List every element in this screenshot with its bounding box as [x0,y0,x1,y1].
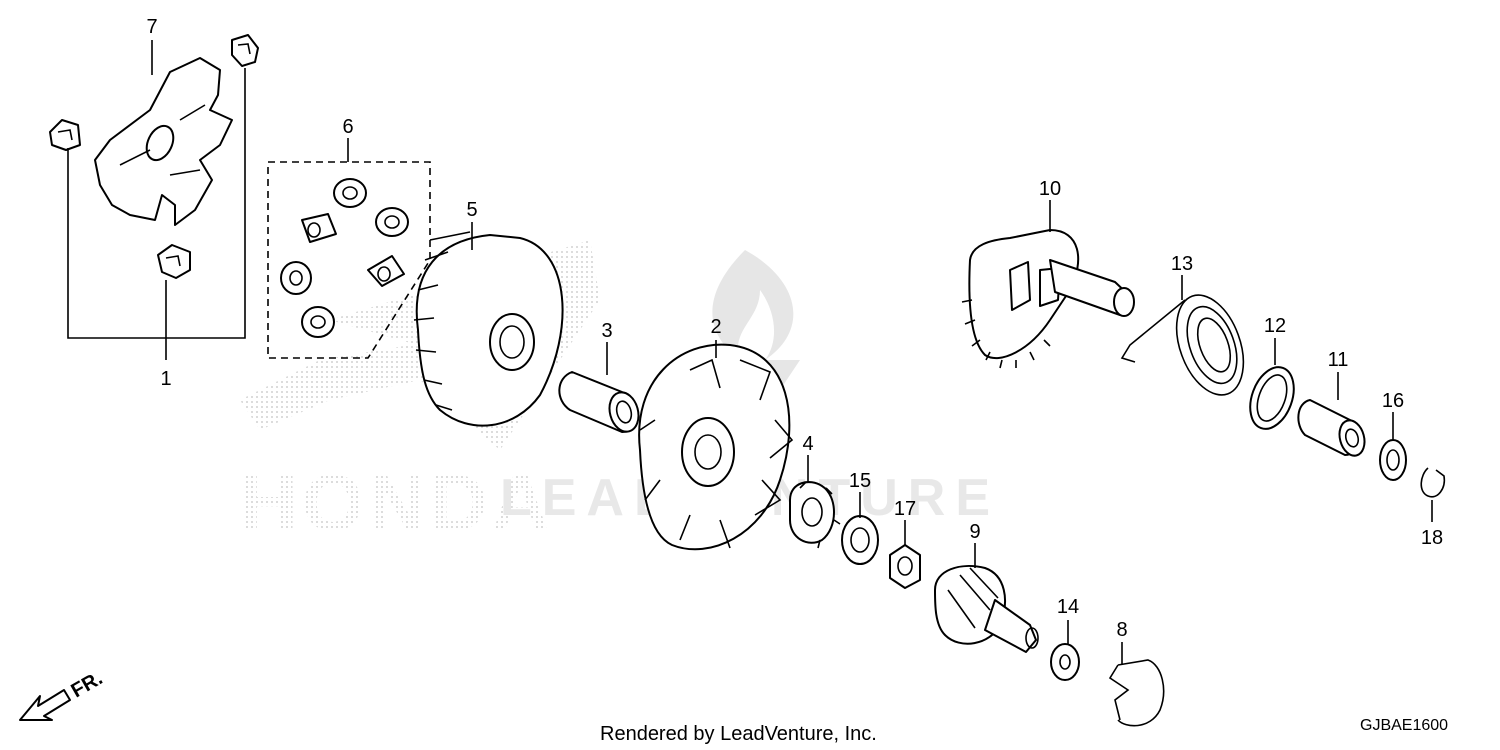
part-1-slider-bottom [157,244,191,279]
part-10-kickstarter-spindle [961,229,1135,369]
part-1-group-bracket [67,68,246,339]
front-direction-arrow: FR. [19,667,107,721]
callout-12: 12 [1264,315,1286,337]
part-15-washer [841,515,879,565]
callout-16: 16 [1382,390,1404,412]
callout-15: 15 [849,470,871,492]
part-13-return-spring [1120,294,1245,396]
callout-8: 8 [1116,619,1127,641]
callout-11: 11 [1328,349,1349,371]
part-11-collar [1297,399,1366,457]
callout-18: 18 [1421,527,1443,549]
diagram-code: GJBAE1600 [1360,717,1448,734]
part-3-collar [558,371,640,433]
part-5-movable-face [413,231,564,427]
callout-1: 1 [160,368,171,390]
part-16-washer [1379,439,1407,481]
part-14-washer [1050,643,1080,681]
callout-5: 5 [466,199,477,221]
callout-9: 9 [969,521,980,543]
callout-14: 14 [1057,596,1079,618]
callout-6: 6 [342,116,353,138]
callout-10: 10 [1039,178,1061,200]
callout-3: 3 [601,320,612,342]
callout-17: 17 [894,498,916,520]
part-9-pinion-gear [934,565,1039,653]
callout-13: 13 [1171,253,1193,275]
part-18-circlip [1420,467,1446,498]
footer-credit: Rendered by LeadVenture, Inc. [600,723,877,745]
part-12-ring [1249,366,1295,430]
part-2-drive-face [638,343,794,551]
callout-4: 4 [802,433,813,455]
watermark-honda-text: HONDA [240,458,553,547]
callout-2: 2 [710,316,721,338]
part-6-group-box [267,161,431,359]
part-1-slider-left [49,119,81,151]
part-1-slider-top [231,34,259,67]
part-8-clip [1108,659,1165,727]
front-direction-label: FR. [68,667,107,702]
part-7-ramp-plate [94,57,233,226]
part-17-nut [889,544,921,589]
callout-7: 7 [146,16,157,38]
part-6-rollers [280,178,409,338]
part-4-nut [789,481,841,549]
